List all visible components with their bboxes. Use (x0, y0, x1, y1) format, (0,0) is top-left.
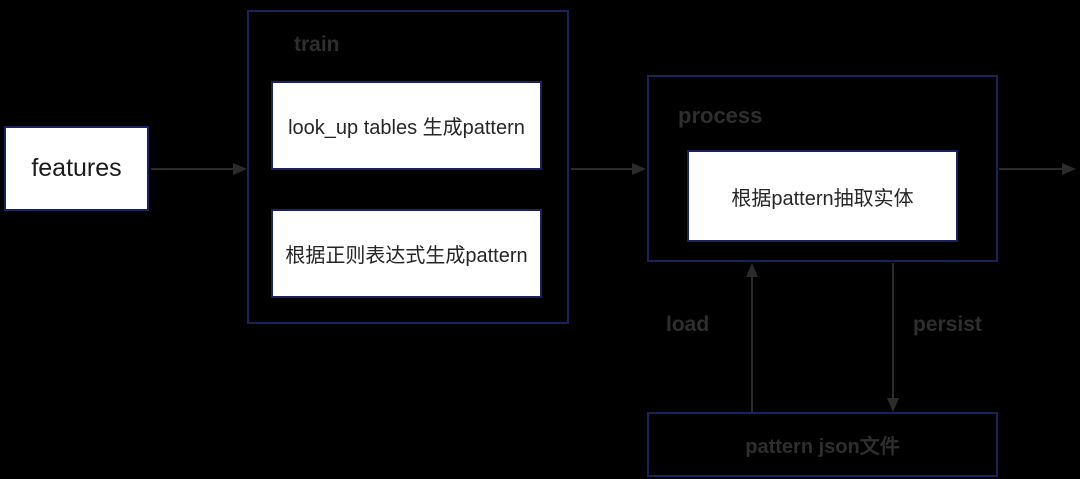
arrow-line (892, 263, 894, 398)
train-step-regex-label: 根据正则表达式生成pattern (285, 245, 528, 267)
arrow-line (751, 275, 753, 412)
arrow-line (999, 168, 1063, 170)
arrowhead-right-icon (233, 163, 247, 175)
process-group (647, 75, 998, 262)
features-node: features (4, 126, 149, 211)
arrowhead-right-icon (1062, 163, 1076, 175)
train-step-lookup-tables-label: look_up tables 生成pattern (288, 117, 525, 139)
train-group (247, 10, 569, 324)
train-step-lookup-tables: look_up tables 生成pattern (271, 81, 542, 170)
train-group-label: train (294, 33, 340, 56)
pattern-json-label: pattern json文件 (745, 436, 900, 458)
arrow-line (571, 168, 633, 170)
process-group-label: process (678, 103, 763, 128)
load-edge-label: load (666, 313, 710, 336)
train-step-regex: 根据正则表达式生成pattern (271, 209, 542, 298)
process-step-extract-entities-label: 根据pattern抽取实体 (731, 187, 914, 210)
arrow-line (151, 168, 235, 170)
arrowhead-up-icon (746, 263, 758, 277)
arrowhead-right-icon (632, 163, 646, 175)
features-label: features (31, 154, 122, 182)
process-step-extract-entities: 根据pattern抽取实体 (687, 150, 958, 242)
pattern-json-node: pattern json文件 (647, 412, 998, 477)
persist-edge-label: persist (913, 313, 982, 336)
arrowhead-down-icon (887, 398, 899, 412)
